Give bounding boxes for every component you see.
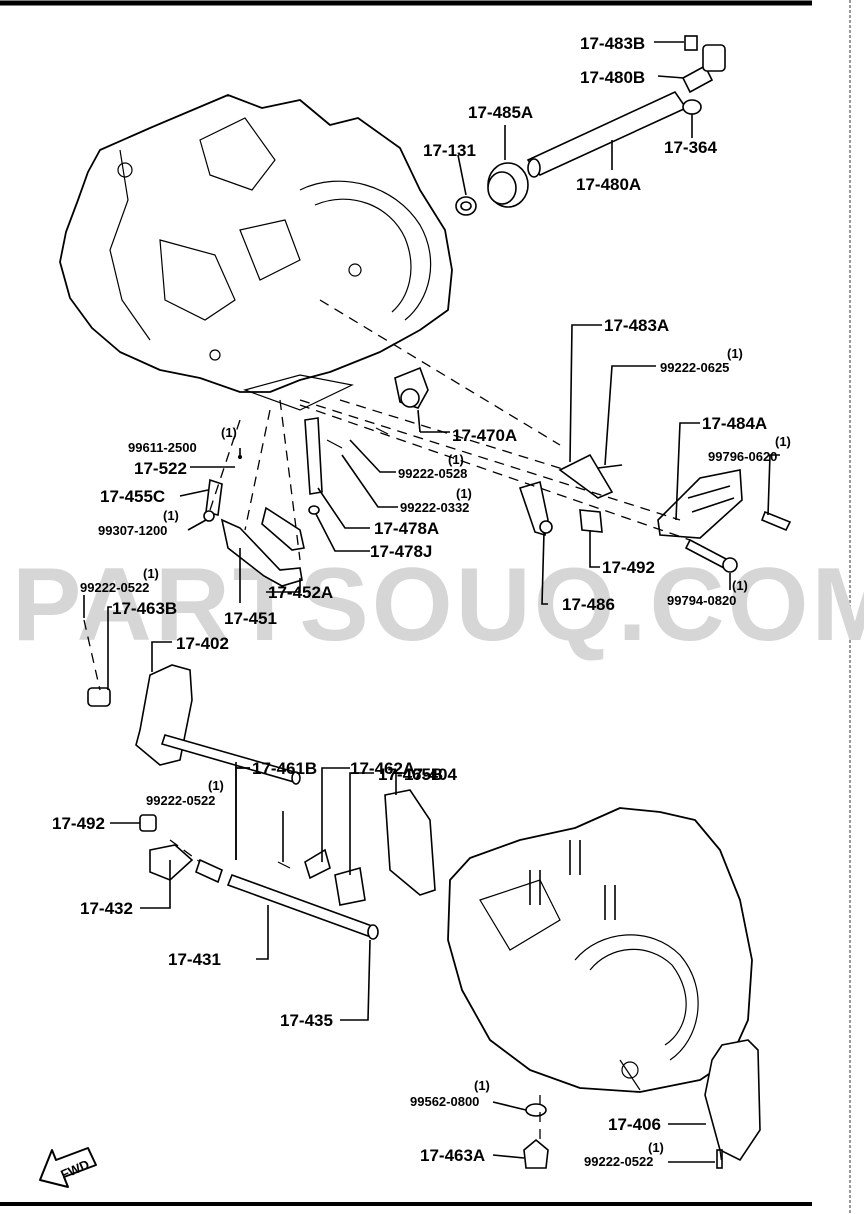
qty-99222-0522-c: (1)	[648, 1140, 664, 1155]
label-17-455C: 17-455C	[100, 487, 165, 506]
qty-99796-0620: (1)	[775, 434, 791, 449]
label-17-485A: 17-485A	[468, 103, 533, 122]
label-99796-0620: 99796-0620	[708, 449, 777, 464]
qty-99222-0522-a: (1)	[143, 566, 159, 581]
label-17-522: 17-522	[134, 459, 187, 478]
label-17-435: 17-435	[280, 1011, 333, 1030]
label-17-402: 17-402	[176, 634, 229, 653]
part-labels: 17-483B 17-480B 17-485A 17-131 17-364 17…	[52, 34, 791, 1169]
label-17-492-lower: 17-492	[52, 814, 105, 833]
label-99794-0820: 99794-0820	[667, 593, 736, 608]
fwd-arrow-icon: FWD	[39, 1147, 97, 1188]
label-17-404: 17-404	[404, 765, 457, 784]
label-17-406: 17-406	[608, 1115, 661, 1134]
qty-99222-0625: (1)	[727, 346, 743, 361]
label-99222-0522-b: 99222-0522	[146, 793, 215, 808]
label-99222-0522-a: 99222-0522	[80, 580, 149, 595]
fork-and-shaft-parts	[87, 664, 436, 940]
label-99222-0332: 99222-0332	[400, 500, 469, 515]
qty-99222-0522-b: (1)	[208, 778, 224, 793]
label-17-131: 17-131	[423, 141, 476, 160]
label-17-432: 17-432	[80, 899, 133, 918]
label-17-463A: 17-463A	[420, 1146, 485, 1165]
label-17-484A: 17-484A	[702, 414, 767, 433]
label-99307-1200: 99307-1200	[98, 523, 167, 538]
label-99562-0800: 99562-0800	[410, 1094, 479, 1109]
label-17-470A: 17-470A	[452, 426, 517, 445]
label-17-486: 17-486	[562, 595, 615, 614]
select-shaft-group	[455, 35, 726, 216]
label-17-462A: 17-462A	[350, 759, 415, 778]
lower-fork-parts	[523, 1039, 761, 1169]
qty-99562-0800: (1)	[474, 1078, 490, 1093]
label-17-461B: 17-461B	[252, 759, 317, 778]
label-17-483A: 17-483A	[604, 316, 669, 335]
label-17-483B: 17-483B	[580, 34, 645, 53]
qty-99222-0332: (1)	[456, 486, 472, 501]
qty-99222-0528: (1)	[448, 452, 464, 467]
qty-99611-2500: (1)	[221, 425, 237, 440]
leader-lines	[83, 41, 780, 1163]
label-99222-0528: 99222-0528	[398, 466, 467, 481]
label-99222-0522-c: 99222-0522	[584, 1154, 653, 1169]
label-17-364: 17-364	[664, 138, 717, 157]
label-99611-2500: 99611-2500	[128, 440, 197, 455]
label-17-451: 17-451	[224, 609, 277, 628]
label-17-431: 17-431	[168, 950, 221, 969]
qty-99307-1200: (1)	[163, 508, 179, 523]
upper-transaxle-case	[59, 94, 453, 411]
label-17-480B: 17-480B	[580, 68, 645, 87]
qty-99794-0820: (1)	[732, 578, 748, 593]
label-17-492-upper: 17-492	[602, 558, 655, 577]
label-17-463B: 17-463B	[112, 599, 177, 618]
label-99222-0625: 99222-0625	[660, 360, 729, 375]
label-17-452A: 17-452A	[268, 583, 333, 602]
dashed-guides	[83, 299, 723, 1166]
gate-and-lever-parts	[394, 366, 792, 573]
label-17-478A: 17-478A	[374, 519, 439, 538]
label-17-480A: 17-480A	[576, 175, 641, 194]
label-17-478J: 17-478J	[370, 542, 432, 561]
shift-rod-parts-left	[203, 417, 389, 587]
label-17-465B: 17-465B	[378, 765, 443, 784]
lower-transaxle-case	[447, 807, 753, 1093]
